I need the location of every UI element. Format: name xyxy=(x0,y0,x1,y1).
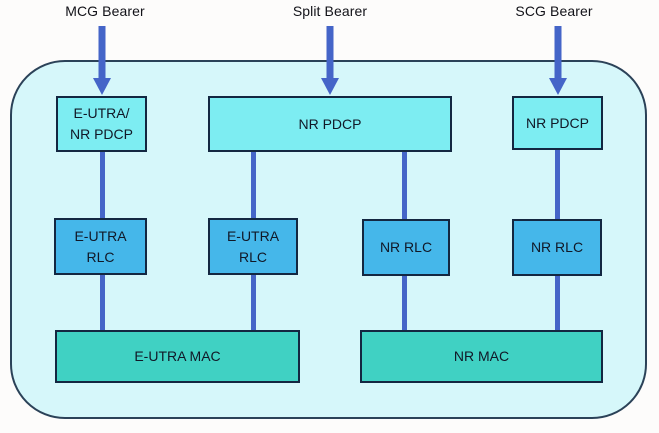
box-eutra-rlc-mcg: E-UTRA RLC xyxy=(54,218,147,275)
split-bearer-arrow-icon xyxy=(321,26,339,96)
mcg-bearer-arrow-icon xyxy=(93,26,111,96)
scg-bearer-arrow-icon xyxy=(549,26,567,96)
box-eutra-mac: E-UTRA MAC xyxy=(55,330,300,383)
arrow-shaft xyxy=(554,26,562,79)
mcg-bearer-label: MCG Bearer xyxy=(65,3,145,19)
split-bearer-label: Split Bearer xyxy=(292,3,368,19)
box-nr-pdcp-split: NR PDCP xyxy=(208,96,452,152)
arrow-head xyxy=(549,78,567,95)
scg-bearer-label: SCG Bearer xyxy=(515,3,593,19)
arrow-head xyxy=(93,78,111,95)
box-nr-rlc-split: NR RLC xyxy=(362,219,450,276)
arrow-head xyxy=(321,78,339,95)
box-eutra-rlc-split: E-UTRA RLC xyxy=(208,218,298,275)
box-nr-rlc-scg: NR RLC xyxy=(512,219,602,276)
arrow-shaft xyxy=(98,26,106,79)
box-nr-mac: NR MAC xyxy=(360,330,603,383)
arrow-shaft xyxy=(326,26,334,79)
box-nr-pdcp-scg: NR PDCP xyxy=(512,96,603,150)
box-eutra-nr-pdcp: E-UTRA/ NR PDCP xyxy=(56,96,147,152)
